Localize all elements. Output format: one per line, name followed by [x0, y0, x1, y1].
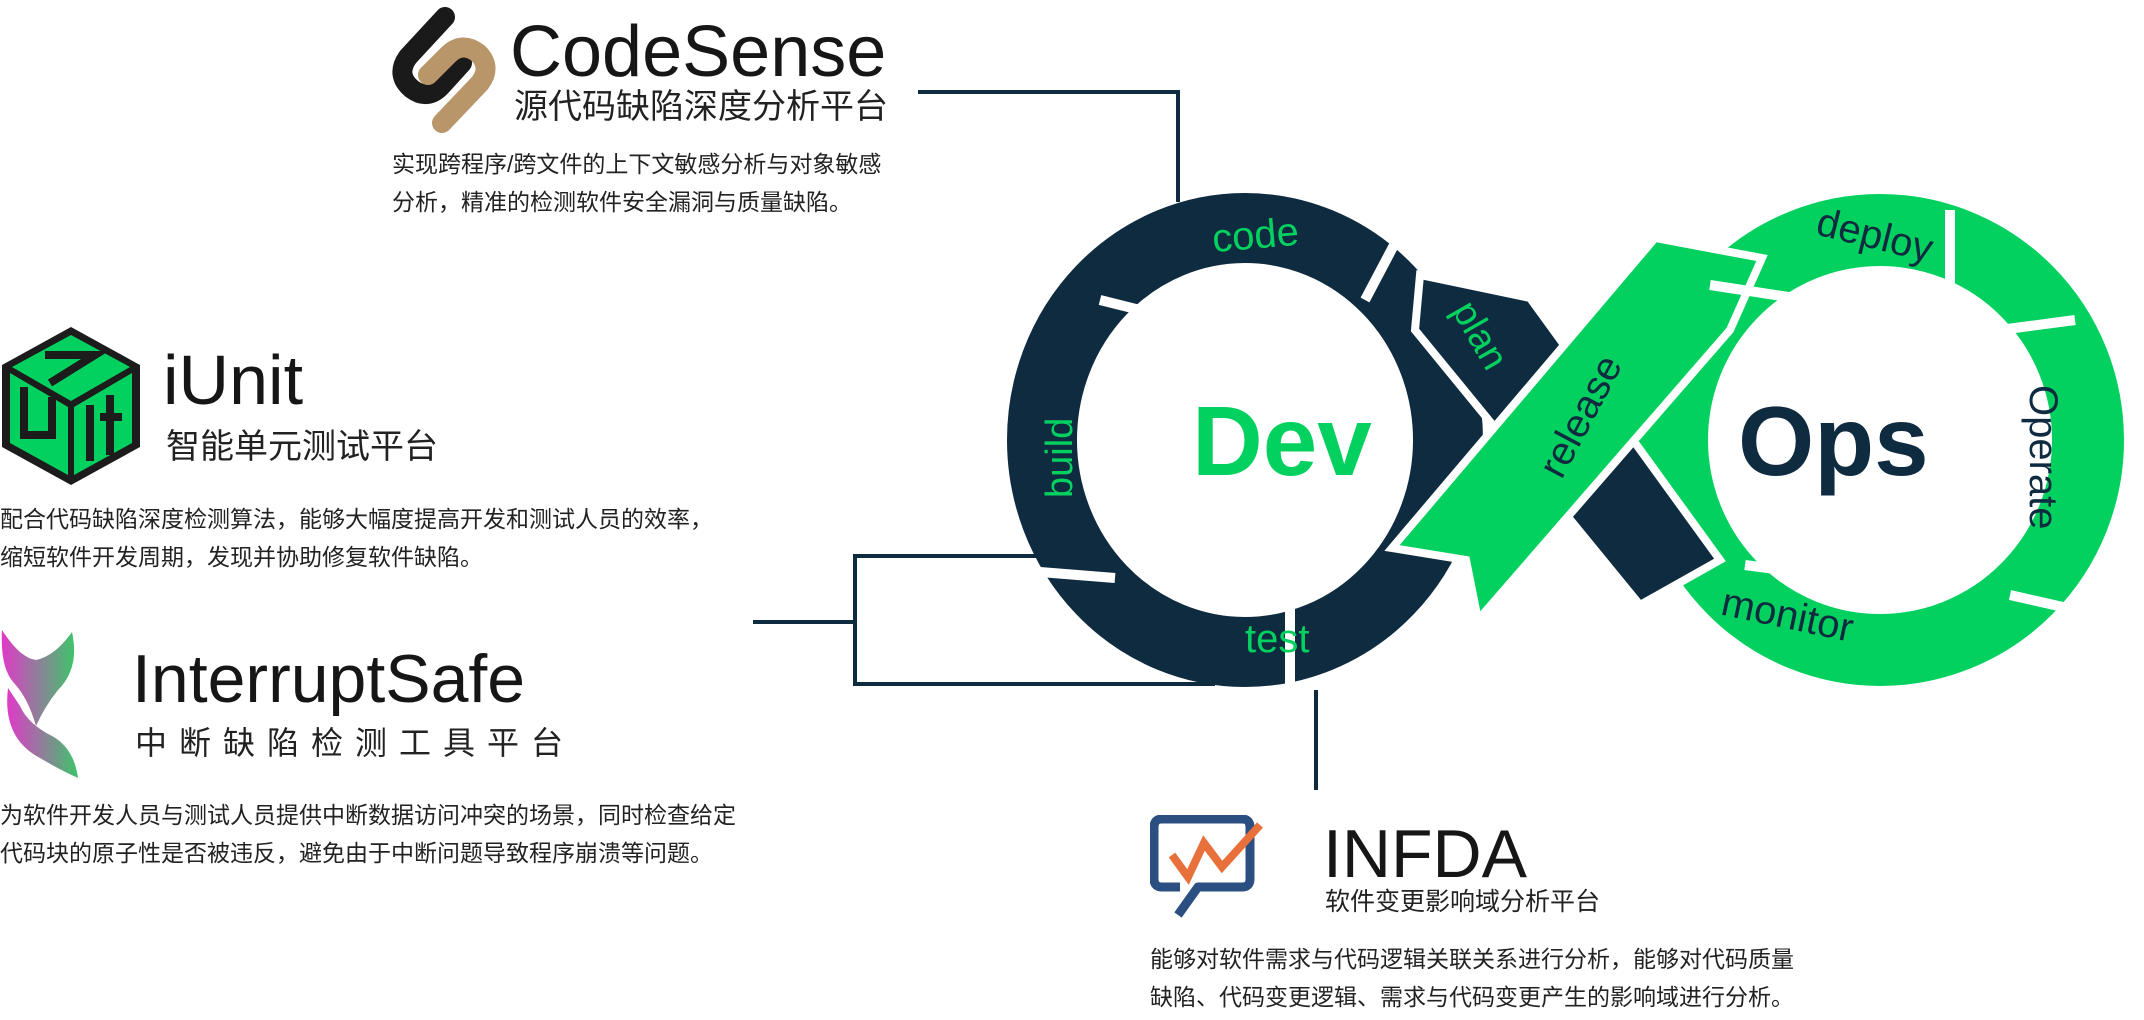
ops-loop: [1636, 194, 2124, 686]
interruptsafe-subtitle: 中断缺陷检测工具平台: [135, 725, 576, 761]
segment-gaps: [1039, 210, 2087, 690]
ops-label: Ops: [1738, 386, 1929, 496]
desc-line: 代码块的原子性是否被违反，避免由于中断问题导致程序崩溃等问题。: [0, 840, 713, 866]
connector-codesense-h: [918, 90, 1180, 94]
iunit-title: iUnit: [163, 341, 304, 419]
dev-loop: [1007, 193, 1483, 687]
iunit-logo: [2, 327, 140, 485]
stage-operate: Operate: [2021, 385, 2065, 530]
connector-left-top: [853, 554, 1039, 558]
connector-left-stem: [753, 620, 857, 624]
desc-line: 缩短软件开发周期，发现并协助修复软件缺陷。: [0, 544, 483, 570]
stage-code: code: [1210, 210, 1300, 261]
desc-line: 分析，精准的检测软件安全漏洞与质量缺陷。: [392, 189, 852, 215]
codesense-title: CodeSense: [510, 12, 887, 92]
desc-line: 实现跨程序/跨文件的上下文敏感分析与对象敏感: [392, 151, 882, 177]
infda-title: INFDA: [1323, 816, 1527, 892]
interruptsafe-description: 为软件开发人员与测试人员提供中断数据访问冲突的场景，同时检查给定 代码块的原子性…: [0, 796, 736, 872]
stage-test: test: [1245, 617, 1309, 661]
infda-description: 能够对软件需求与代码逻辑关联关系进行分析，能够对代码质量 缺陷、代码变更逻辑、需…: [1150, 940, 1794, 1016]
desc-line: 为软件开发人员与测试人员提供中断数据访问冲突的场景，同时检查给定: [0, 802, 736, 828]
iunit-subtitle: 智能单元测试平台: [166, 428, 438, 466]
connector-codesense-v: [1176, 90, 1180, 202]
interruptsafe-title: InterruptSafe: [132, 641, 526, 717]
infda-subtitle: 软件变更影响域分析平台: [1325, 888, 1601, 916]
connector-left-bottom: [853, 682, 1215, 686]
release-band: [1384, 233, 1768, 629]
codesense-subtitle: 源代码缺陷深度分析平台: [514, 88, 888, 126]
iunit-description: 配合代码缺陷深度检测算法，能够大幅度提高开发和测试人员的效率， 缩短软件开发周期…: [0, 500, 713, 576]
dev-label: Dev: [1192, 386, 1372, 496]
connector-infda-v: [1314, 690, 1318, 790]
codesense-description: 实现跨程序/跨文件的上下文敏感分析与对象敏感 分析，精准的检测软件安全漏洞与质量…: [392, 145, 881, 221]
connector-left-v: [853, 554, 857, 686]
interruptsafe-logo: [1, 630, 79, 778]
desc-line: 能够对软件需求与代码逻辑关联关系进行分析，能够对代码质量: [1150, 946, 1794, 972]
stage-build: build: [1039, 418, 1081, 498]
desc-line: 配合代码缺陷深度检测算法，能够大幅度提高开发和测试人员的效率，: [0, 506, 713, 532]
infda-logo: [1150, 815, 1263, 918]
desc-line: 缺陷、代码变更逻辑、需求与代码变更产生的影响域进行分析。: [1150, 984, 1794, 1010]
codesense-logo: [392, 7, 496, 133]
